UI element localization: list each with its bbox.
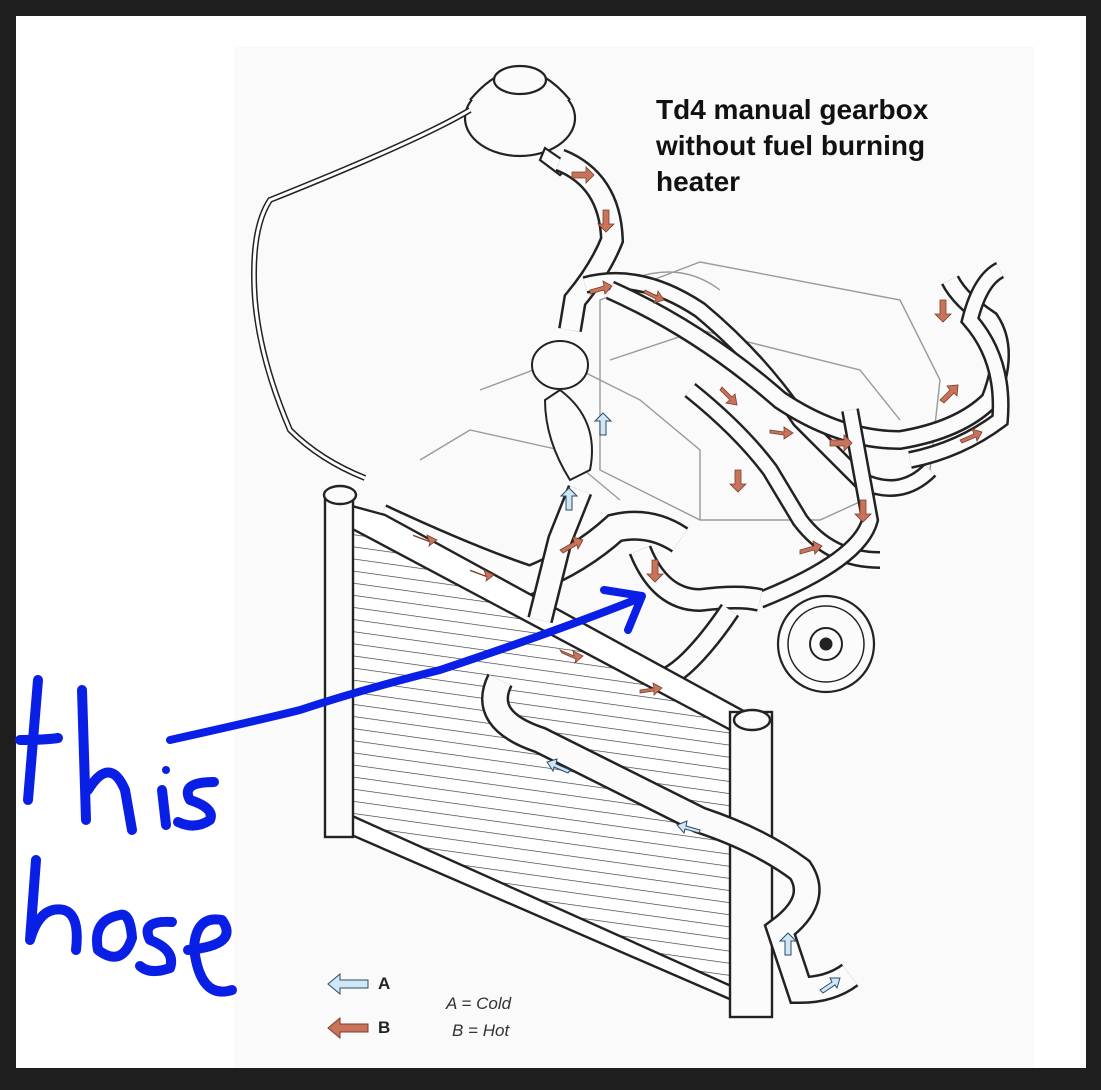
cold-arrow-icon	[327, 972, 369, 996]
legend-b-meaning: B = Hot	[452, 1021, 510, 1040]
expansion-tank	[463, 64, 577, 177]
handwritten-annotation	[15, 586, 646, 997]
thermostat-housing	[531, 340, 593, 482]
water-pump-pulley	[776, 594, 876, 694]
handwritten-dot	[162, 766, 170, 774]
tank-outlet-hose	[555, 148, 625, 332]
legend-arrows	[327, 972, 369, 1040]
title-line-3: heater	[656, 166, 741, 197]
legend-a-meaning: A = Cold	[446, 994, 512, 1013]
title-line-1: Td4 manual gearbox	[656, 94, 929, 125]
engine-coolant-pipes	[582, 261, 1010, 609]
diagram-title: Td4 manual gearbox without fuel burning …	[656, 92, 928, 200]
bleed-pipe	[251, 107, 472, 481]
cold-flow-arrows	[546, 412, 841, 994]
radiator-bottom-hose	[481, 485, 859, 1005]
legend-a-label: A	[378, 974, 391, 993]
hot-arrow-icon	[327, 1016, 369, 1040]
title-line-2: without fuel burning	[656, 130, 926, 161]
legend-b-label: B	[378, 1018, 391, 1037]
hot-flow-arrows	[412, 166, 983, 696]
